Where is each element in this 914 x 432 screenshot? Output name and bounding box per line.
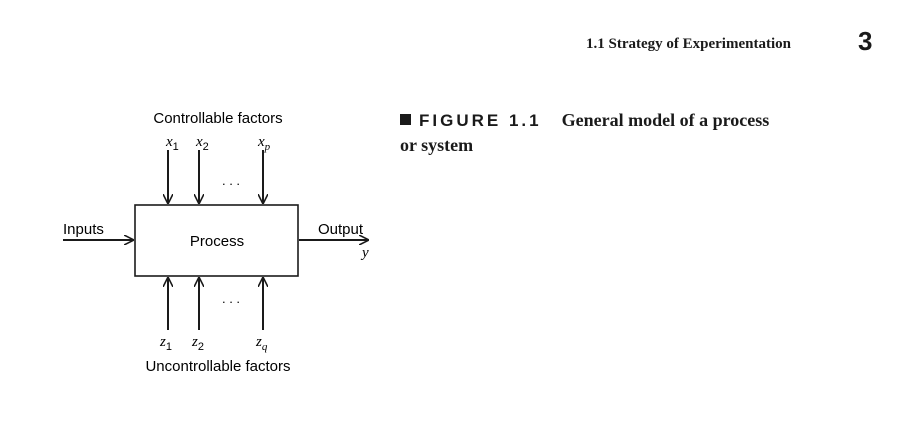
uncontrollable-factors-label: Uncontrollable factors: [145, 358, 290, 375]
output-label: Output: [318, 221, 364, 238]
caption-bullet-icon: [400, 114, 411, 125]
page-number: 3: [858, 26, 873, 56]
top-ellipsis: . . .: [222, 173, 240, 188]
controllable-factors-label: Controllable factors: [153, 110, 282, 127]
figure-label: FIGURE 1.1: [419, 111, 542, 130]
factor-x2: x2: [195, 134, 209, 153]
process-label: Process: [190, 233, 244, 250]
factor-xp: xp: [257, 134, 271, 153]
factor-x1: x1: [165, 134, 179, 153]
inputs-label: Inputs: [63, 221, 104, 238]
factor-z1: z1: [159, 334, 172, 353]
output-symbol: y: [360, 245, 369, 261]
bottom-ellipsis: . . .: [222, 291, 240, 306]
factor-zq: zq: [255, 334, 268, 353]
process-box: [134, 204, 299, 277]
caption-text: General model of a process or system: [400, 110, 770, 155]
factor-z2: z2: [191, 334, 204, 353]
running-head: 1.1 Strategy of Experimentation: [586, 36, 791, 52]
